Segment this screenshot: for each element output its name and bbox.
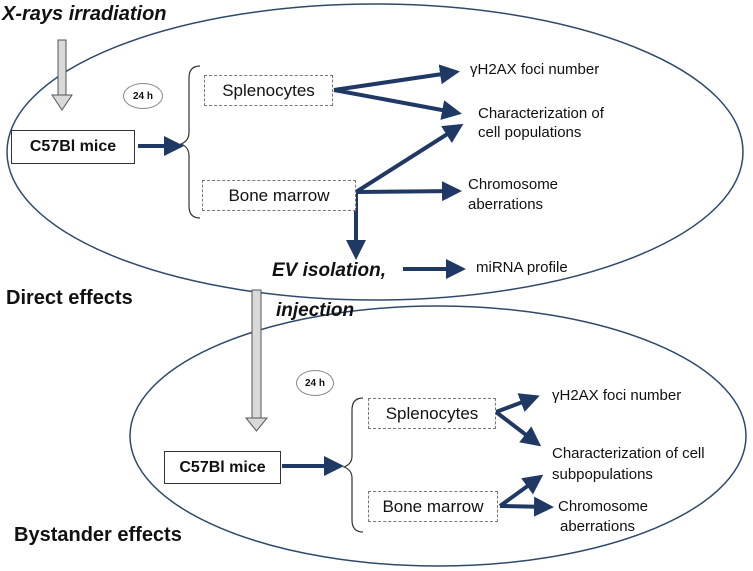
bottom-characterization-line2: subpopulations <box>552 466 653 483</box>
top-left-brace <box>179 65 201 219</box>
irradiation-down-arrow <box>51 39 73 111</box>
direct-effects-title: Direct effects <box>6 287 133 309</box>
bottom-chromosome-line2: aberrations <box>560 518 636 535</box>
top-foci-outcome: γH2AX foci number <box>470 61 600 78</box>
bottom-left-brace <box>342 397 364 533</box>
ev-label-line2: injection <box>276 300 355 321</box>
bottom-chromosome-line1: Chromosome <box>558 498 649 515</box>
top-chromosome-line1: Chromosome <box>468 176 559 193</box>
top-chromosome-line2: aberrations <box>468 196 544 213</box>
bystander-effects-title: Bystander effects <box>14 524 182 546</box>
bottom-splenocytes-foci-arrow <box>495 393 540 414</box>
ev-label-line1: EV isolation, <box>272 260 387 281</box>
bottom-foci-outcome: γH2AX foci number <box>552 387 682 404</box>
bottom-splenocytes-box: Splenocytes <box>368 398 496 429</box>
top-splenocytes-characterization-arrow <box>333 88 462 120</box>
bottom-mouse-box: C57Bl mice <box>164 451 281 484</box>
bottom-time-badge: 24 h <box>296 370 334 396</box>
direct-effects-ellipse <box>6 3 744 301</box>
top-bonemarrow-characterization-arrow <box>354 123 464 194</box>
top-mouse-box: C57Bl mice <box>11 130 135 164</box>
top-splenocytes-foci-arrow <box>333 64 460 92</box>
transfer-down-arrow <box>244 289 269 432</box>
top-characterization-line1: Characterization of <box>478 105 604 122</box>
top-bone-marrow-box: Bone marrow <box>202 180 356 211</box>
irradiation-label: X-rays irradiation <box>2 3 167 25</box>
top-bonemarrow-chromosome-arrow <box>355 181 462 202</box>
bottom-bonemarrow-characterization-arrow <box>498 474 544 508</box>
bystander-effects-ellipse <box>129 305 747 567</box>
top-time-badge: 24 h <box>123 83 163 109</box>
top-splenocytes-box: Splenocytes <box>204 75 333 106</box>
bottom-bonemarrow-chromosome-arrow <box>499 496 554 517</box>
top-characterization-line2: cell populations <box>478 124 582 141</box>
bottom-splenocytes-characterization-arrow <box>494 410 542 447</box>
bottom-bone-marrow-box: Bone marrow <box>368 491 498 522</box>
bottom-characterization-line1: Characterization of cell <box>552 445 705 462</box>
top-mirna-outcome: miRNA profile <box>476 259 568 276</box>
